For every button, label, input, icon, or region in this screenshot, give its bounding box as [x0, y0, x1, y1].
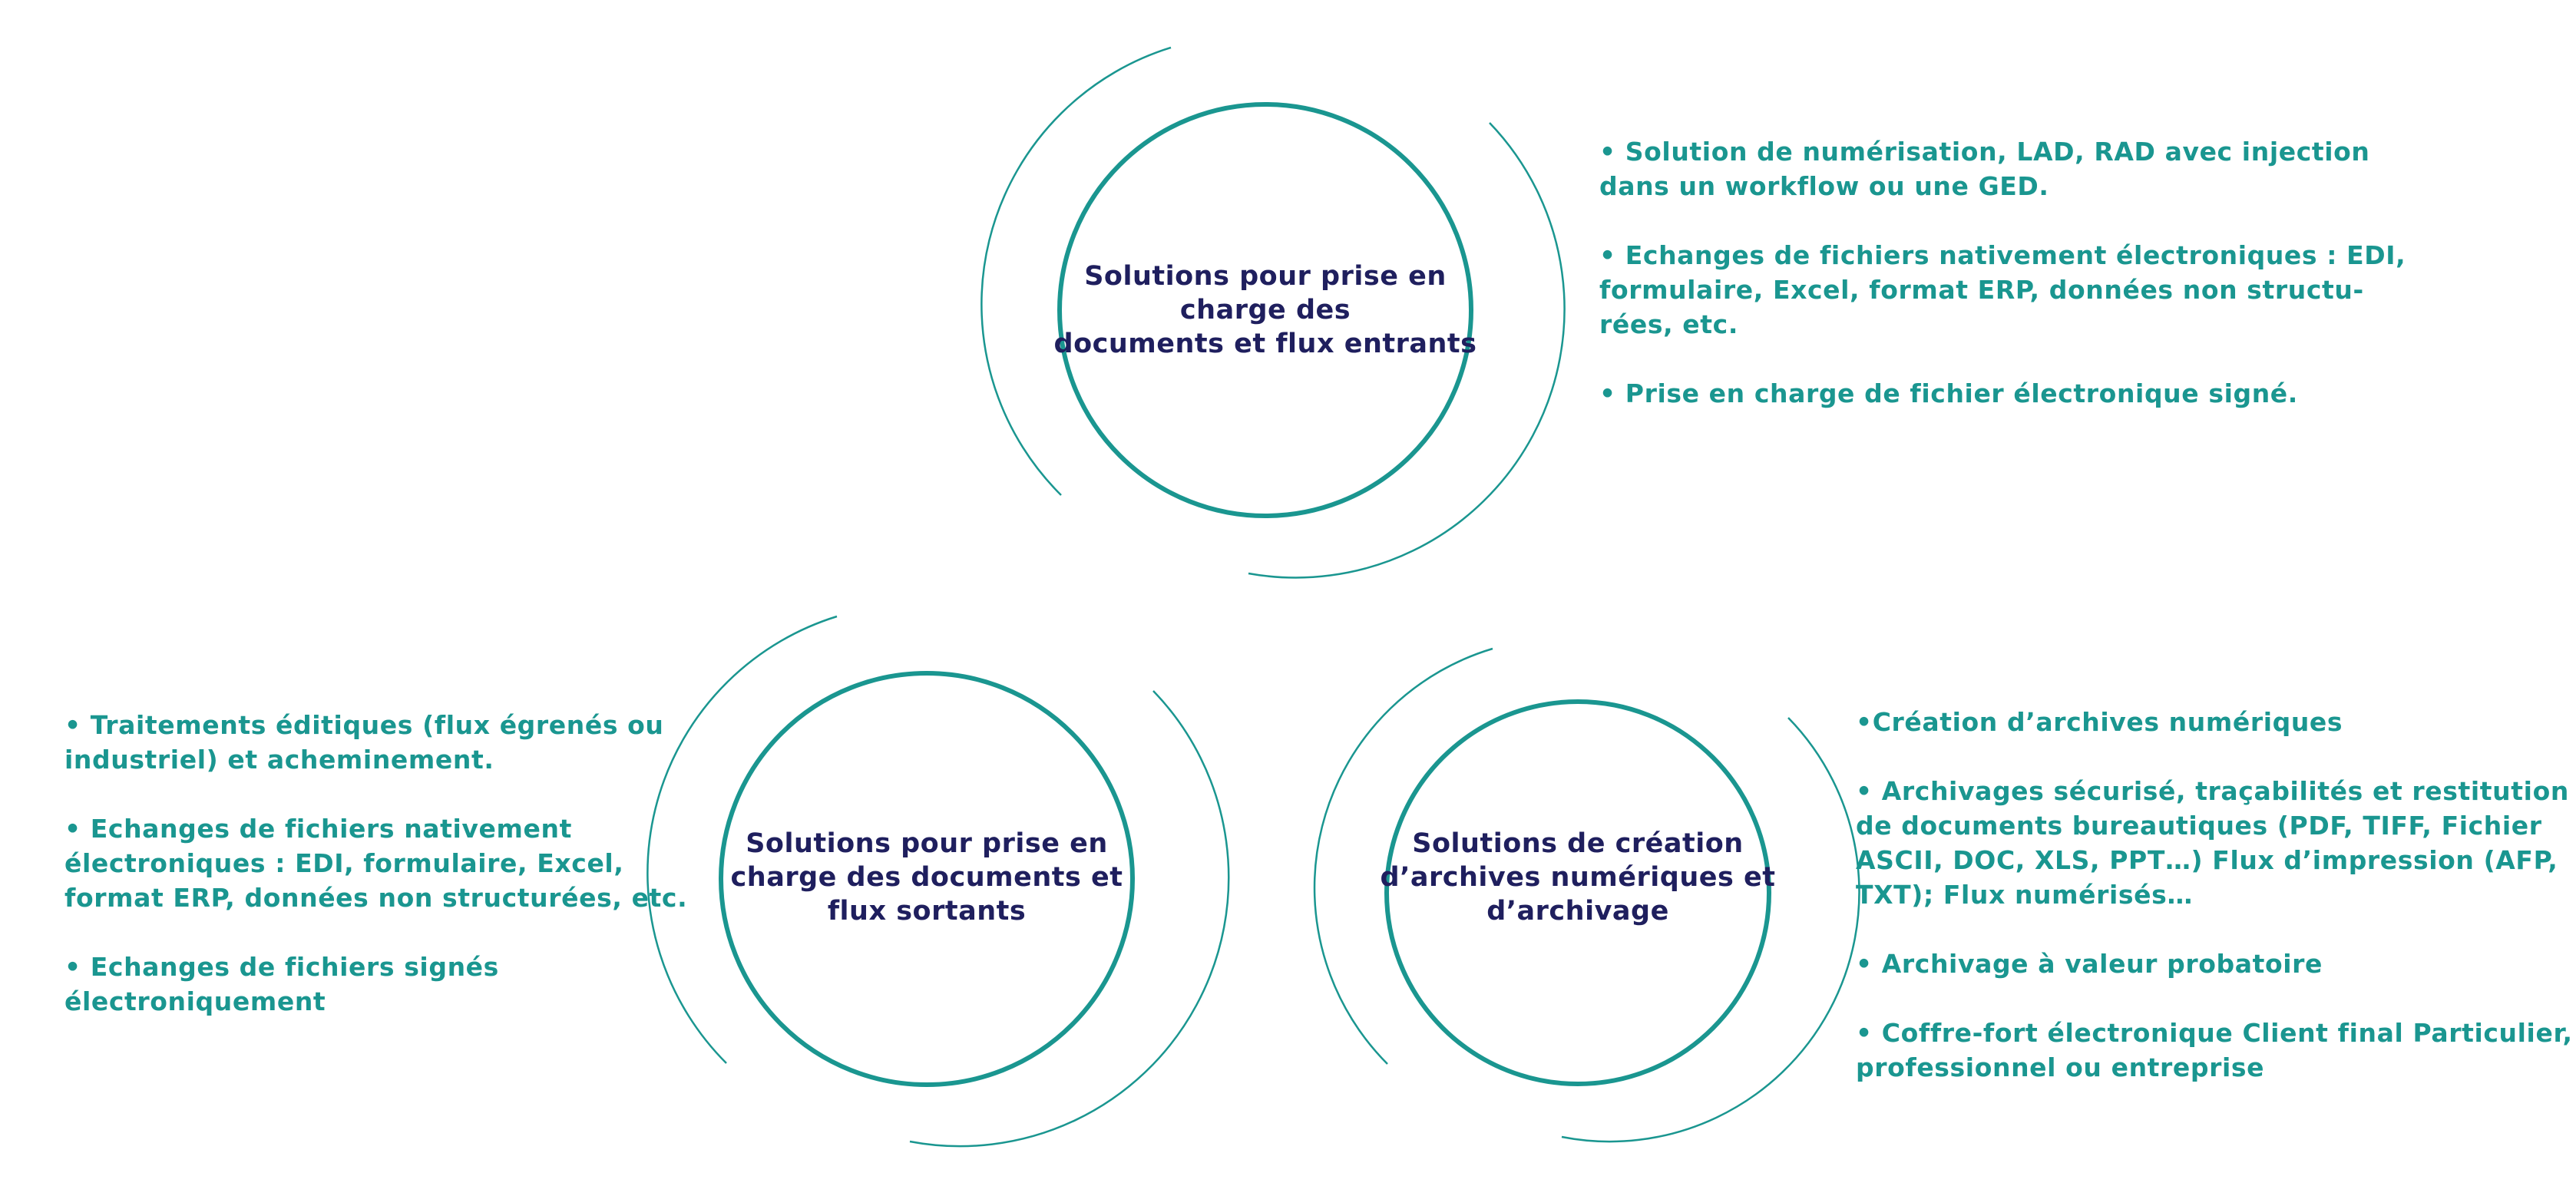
bullet-line: formulaire, Excel, format ERP, données n…: [1599, 275, 2364, 305]
bullet-line: • Archivages sécurisé, traçabilités et r…: [1856, 776, 2569, 806]
bullet-item: • Echanges de fichiers nativement électr…: [1599, 238, 2406, 342]
bullet-item: • Coffre-fort électronique Client final …: [1856, 1016, 2573, 1085]
bullet-line: de documents bureautiques (PDF, TIFF, Fi…: [1856, 811, 2542, 841]
bullet-line: • Echanges de fichiers nativement: [64, 814, 572, 844]
bullet-line: industriel) et acheminement.: [64, 745, 494, 775]
circle-outgoing: [719, 671, 1135, 1087]
bullet-line: • Solution de numérisation, LAD, RAD ave…: [1599, 137, 2370, 167]
bullet-line: • Coffre-fort électronique Client final …: [1856, 1018, 2573, 1048]
bullet-line: format ERP, données non structurées, etc…: [64, 883, 688, 913]
bullet-list-outgoing: • Traitements éditiques (flux égrenés ou…: [64, 708, 687, 1053]
bullet-line: TXT); Flux numérisés…: [1856, 880, 2193, 910]
bullet-line: •Création d’archives numériques: [1856, 707, 2343, 737]
arc-outgoing-left: [646, 615, 838, 1064]
bullet-line: • Prise en charge de fichier électroniqu…: [1599, 378, 2298, 408]
arc-archiving-right: [1561, 717, 1860, 1143]
arc-incoming-left: [980, 46, 1172, 496]
bullet-item: • Archivages sécurisé, traçabilités et r…: [1856, 774, 2573, 912]
bullet-item: •Création d’archives numériques: [1856, 705, 2573, 739]
bullet-item: • Solution de numérisation, LAD, RAD ave…: [1599, 134, 2406, 203]
bullet-line: électroniquement: [64, 986, 326, 1016]
circle-archiving: [1384, 699, 1771, 1086]
bullet-line: électroniques : EDI, formulaire, Excel,: [64, 848, 624, 878]
bullet-list-incoming: • Solution de numérisation, LAD, RAD ave…: [1599, 134, 2406, 445]
arc-archiving-left: [1313, 647, 1493, 1065]
circle-incoming: [1057, 102, 1473, 518]
bullet-line: • Echanges de fichiers signés: [64, 952, 499, 982]
bullet-item: • Echanges de fichiers nativement électr…: [64, 811, 687, 915]
arc-outgoing-right: [909, 690, 1230, 1148]
arc-incoming-right: [1248, 122, 1566, 579]
bullet-line: • Traitements éditiques (flux égrenés ou: [64, 710, 664, 740]
bullet-item: • Prise en charge de fichier électroniqu…: [1599, 376, 2406, 411]
bullet-line: • Echanges de fichiers nativement électr…: [1599, 240, 2406, 270]
bullet-item: • Echanges de fichiers signés électroniq…: [64, 950, 687, 1019]
bullet-line: rées, etc.: [1599, 309, 1738, 339]
bullet-item: • Archivage à valeur probatoire: [1856, 947, 2573, 981]
bullet-line: ASCII, DOC, XLS, PPT…) Flux d’impression…: [1856, 845, 2558, 875]
bullet-line: • Archivage à valeur probatoire: [1856, 949, 2323, 979]
bullet-line: professionnel ou entreprise: [1856, 1052, 2265, 1082]
bullet-line: dans un workflow ou une GED.: [1599, 171, 2049, 201]
bullet-item: • Traitements éditiques (flux égrenés ou…: [64, 708, 687, 777]
bullet-list-archiving: •Création d’archives numériques • Archiv…: [1856, 705, 2573, 1119]
